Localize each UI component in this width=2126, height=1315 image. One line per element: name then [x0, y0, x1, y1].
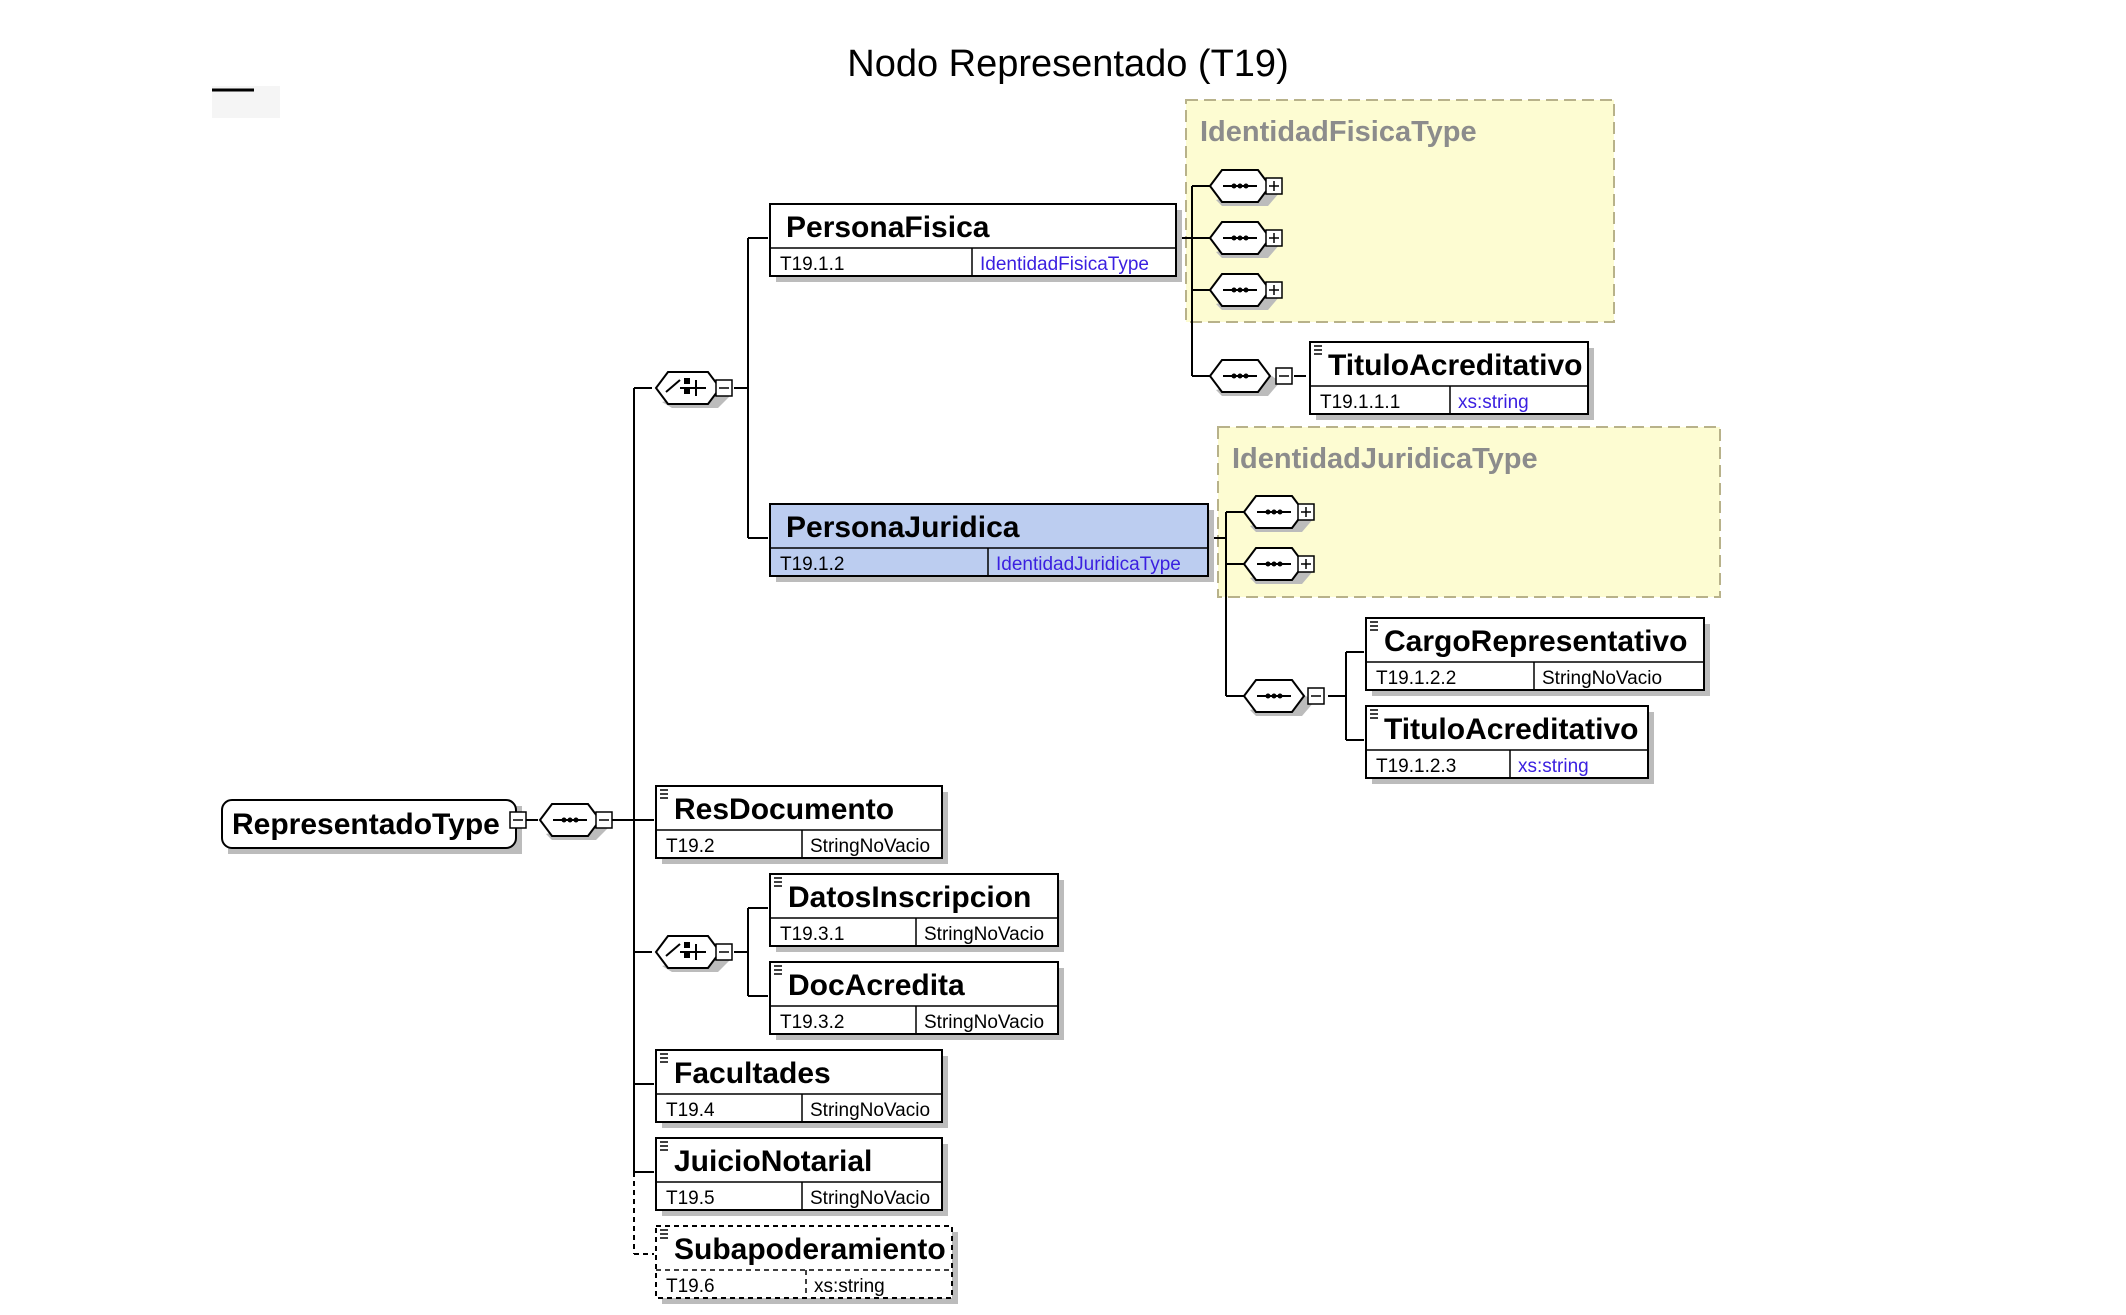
type-group-label: IdentidadJuridicaType: [1232, 443, 1538, 475]
element-name: PersonaFisica: [786, 211, 990, 244]
element-name: TituloAcreditativo: [1328, 349, 1582, 382]
simple-content-icon: [660, 1141, 668, 1151]
simple-content-icon: [774, 965, 782, 975]
element-id: T19.1.2.2: [1376, 668, 1456, 689]
element-type: StringNoVacio: [810, 1100, 930, 1121]
element-id: T19.1.1: [780, 254, 844, 275]
expand-icon[interactable]: [1265, 177, 1283, 195]
simple-content-icon: [1370, 709, 1378, 719]
element-name: ResDocumento: [674, 793, 894, 826]
simple-content-icon: [774, 877, 782, 887]
simple-content-icon: [660, 789, 668, 799]
collapse-icon[interactable]: [715, 943, 733, 961]
sequence-compositor[interactable]: [1242, 679, 1314, 716]
element-type[interactable]: xs:string: [1458, 392, 1529, 413]
element-id: T19.2: [666, 836, 715, 857]
collapse-icon[interactable]: [509, 811, 527, 829]
element-id: T19.1.1.1: [1320, 392, 1400, 413]
element-type: StringNoVacio: [1542, 668, 1662, 689]
element-name: Facultades: [674, 1057, 831, 1090]
element-id: T19.6: [666, 1276, 715, 1297]
element-type: StringNoVacio: [924, 1012, 1044, 1033]
root-type-box[interactable]: RepresentadoType: [221, 799, 522, 854]
element-id: T19.3.2: [780, 1012, 844, 1033]
expand-icon[interactable]: [1297, 503, 1315, 521]
root-type-name: RepresentadoType: [232, 808, 500, 841]
element-type: xs:string: [814, 1276, 885, 1297]
tree-connectors: [524, 185, 1364, 1255]
element-type[interactable]: xs:string: [1518, 756, 1589, 777]
element-type: StringNoVacio: [810, 836, 930, 857]
sequence-compositor[interactable]: [1208, 169, 1280, 206]
simple-content-icon: [660, 1229, 668, 1239]
simple-content-icon: [1314, 345, 1322, 355]
element-type: StringNoVacio: [924, 924, 1044, 945]
collapse-icon[interactable]: [1275, 367, 1293, 385]
element-type[interactable]: IdentidadJuridicaType: [996, 554, 1181, 575]
collapse-marker: [212, 86, 280, 118]
element-id: T19.1.2.3: [1376, 756, 1456, 777]
element-type[interactable]: IdentidadFisicaType: [980, 254, 1149, 275]
diagram-title: Nodo Representado (T19): [847, 43, 1288, 85]
element-name: CargoRepresentativo: [1384, 625, 1687, 658]
collapse-icon[interactable]: [595, 811, 613, 829]
simple-content-icon: [1370, 621, 1378, 631]
element-name: PersonaJuridica: [786, 511, 1020, 544]
type-group-label: IdentidadFisicaType: [1200, 116, 1477, 148]
element-id: T19.5: [666, 1188, 715, 1209]
simple-content-icon: [660, 1053, 668, 1063]
element-name: DocAcredita: [788, 969, 965, 1002]
collapse-icon[interactable]: [1307, 687, 1325, 705]
sequence-compositor[interactable]: [1208, 359, 1280, 396]
element-name: DatosInscripcion: [788, 881, 1031, 914]
element-id: T19.4: [666, 1100, 715, 1121]
element-id: T19.1.2: [780, 554, 844, 575]
element-name: TituloAcreditativo: [1384, 713, 1638, 746]
expand-icon[interactable]: [1265, 229, 1283, 247]
expand-icon[interactable]: [1265, 281, 1283, 299]
element-id: T19.3.1: [780, 924, 844, 945]
expand-icon[interactable]: [1297, 555, 1315, 573]
element-name: JuicioNotarial: [674, 1145, 872, 1178]
collapse-icon[interactable]: [715, 379, 733, 397]
sequence-compositor[interactable]: [1208, 273, 1280, 310]
element-name: Subapoderamiento: [674, 1233, 946, 1266]
element-type: StringNoVacio: [810, 1188, 930, 1209]
